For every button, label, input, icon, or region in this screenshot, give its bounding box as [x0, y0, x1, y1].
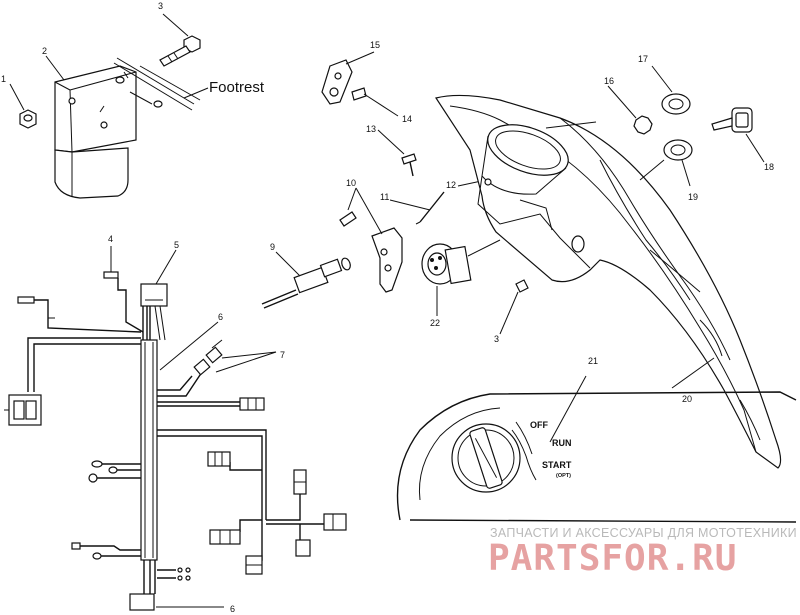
callout-3: 3: [158, 1, 163, 11]
callout-12: 12: [446, 180, 456, 190]
footrest-bracket-group: [9, 13, 209, 199]
callout-7: 7: [280, 350, 285, 360]
callout-14: 14: [402, 114, 412, 124]
bracket-plate-part: [54, 65, 137, 199]
pin-part: [339, 211, 357, 227]
switch-housing-part: [371, 227, 403, 293]
star-washer-part: [633, 115, 653, 135]
callout-9: 9: [270, 242, 275, 252]
callout-11: 11: [380, 192, 389, 202]
wiring-harness-group: [4, 246, 347, 611]
callout-10: 10: [346, 178, 356, 188]
switch-run-label: RUN: [552, 438, 572, 448]
ignition-switch-part: [421, 239, 501, 285]
callout-16: 16: [604, 76, 614, 86]
footrest-label: Footrest: [209, 79, 265, 96]
nut-part: [19, 109, 37, 129]
watermark-tagline: ЗАПЧАСТИ И АКСЕССУАРЫ ДЛЯ МОТОТЕХНИКИ: [490, 526, 797, 540]
callout-2: 2: [42, 46, 47, 56]
footrest-bar: [113, 57, 201, 111]
callout-6: 6: [218, 312, 223, 322]
grommet-part: [661, 93, 693, 161]
switch-detail-group: [396, 375, 797, 523]
callout-3: 3: [494, 334, 499, 344]
callout-17: 17: [638, 54, 648, 64]
ignition-key-part: [711, 107, 753, 133]
bracket-part: [321, 59, 367, 105]
watermark-logo: PARTSFOR.RU: [488, 538, 737, 579]
callout-20: 20: [682, 394, 692, 404]
callout-5: 5: [174, 240, 179, 250]
switch-start-label: START: [542, 460, 572, 470]
callout-22: 22: [430, 318, 440, 328]
callout-4: 4: [108, 234, 113, 244]
washer-part: [115, 76, 163, 108]
switch-opt-label: (OPT): [556, 473, 571, 479]
bolt-part: [159, 35, 201, 67]
switch-off-label: OFF: [530, 420, 548, 430]
callout-19: 19: [688, 192, 698, 202]
screw-part: [401, 153, 529, 293]
callout-21: 21: [588, 356, 598, 366]
callout-1: 1: [1, 74, 6, 84]
callout-15: 15: [370, 40, 380, 50]
console-cover-group: [435, 65, 782, 469]
callout-18: 18: [764, 162, 774, 172]
callout-13: 13: [366, 124, 376, 134]
cable-switch-part: [261, 257, 351, 309]
callout-6: 6: [230, 604, 235, 614]
